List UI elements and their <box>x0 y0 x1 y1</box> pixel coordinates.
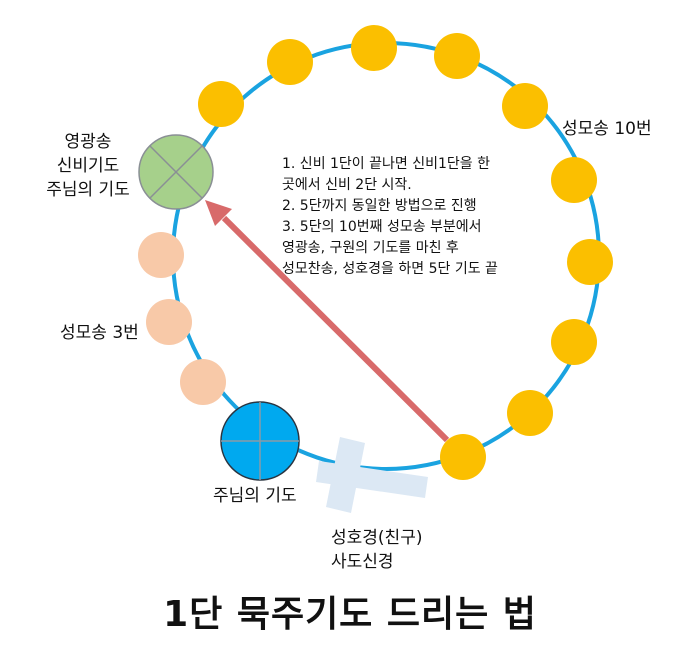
hail-mary-10-label: 성모송 10번 <box>562 119 652 139</box>
lords-prayer-label: 주님의 기도 <box>213 486 297 506</box>
direction-arrow-icon <box>205 200 450 443</box>
hail-mary-bead <box>551 157 597 203</box>
instruction-line: 3. 5단의 10번째 성모송 부분에서 <box>282 219 482 235</box>
hail-mary-bead <box>551 319 597 365</box>
mystery-bead <box>138 134 214 210</box>
crucifix-cross-icon <box>316 437 428 513</box>
small-bead <box>138 232 184 278</box>
instruction-line: 1. 신비 1단이 끝나면 신비1단을 한 <box>282 156 490 172</box>
page-title: 1단 묵주기도 드리는 법 <box>163 594 537 635</box>
instructions: 1. 신비 1단이 끝나면 신비1단을 한 곳에서 신비 2단 시작. 2. 5… <box>282 154 498 280</box>
hail-mary-3-label: 성모송 3번 <box>60 323 139 343</box>
instruction-line: 영광송, 구원의 기도를 마친 후 <box>282 240 459 256</box>
instruction-line: 2. 5단까지 동일한 방법으로 진행 <box>282 198 477 214</box>
hail-mary-bead <box>198 81 244 127</box>
small-bead <box>146 299 192 345</box>
small-bead <box>180 359 226 405</box>
instruction-line: 성모찬송, 성호경을 하면 5단 기도 끝 <box>282 261 498 277</box>
hail-mary-beads <box>198 25 613 480</box>
hail-mary-bead <box>351 25 397 71</box>
hail-mary-bead <box>434 33 480 79</box>
cross-label: 성호경(친구) 사도신경 <box>331 528 423 572</box>
hail-mary-bead <box>567 239 613 285</box>
hail-mary-bead <box>502 83 548 129</box>
instruction-line: 곳에서 신비 2단 시작. <box>282 177 412 193</box>
small-beads <box>138 232 226 405</box>
glory-be-label: 영광송 신비기도 주님의 기도 <box>46 132 130 200</box>
hail-mary-bead <box>267 39 313 85</box>
lords-prayer-bead <box>220 401 300 481</box>
hail-mary-bead <box>440 434 486 480</box>
hail-mary-bead <box>507 390 553 436</box>
